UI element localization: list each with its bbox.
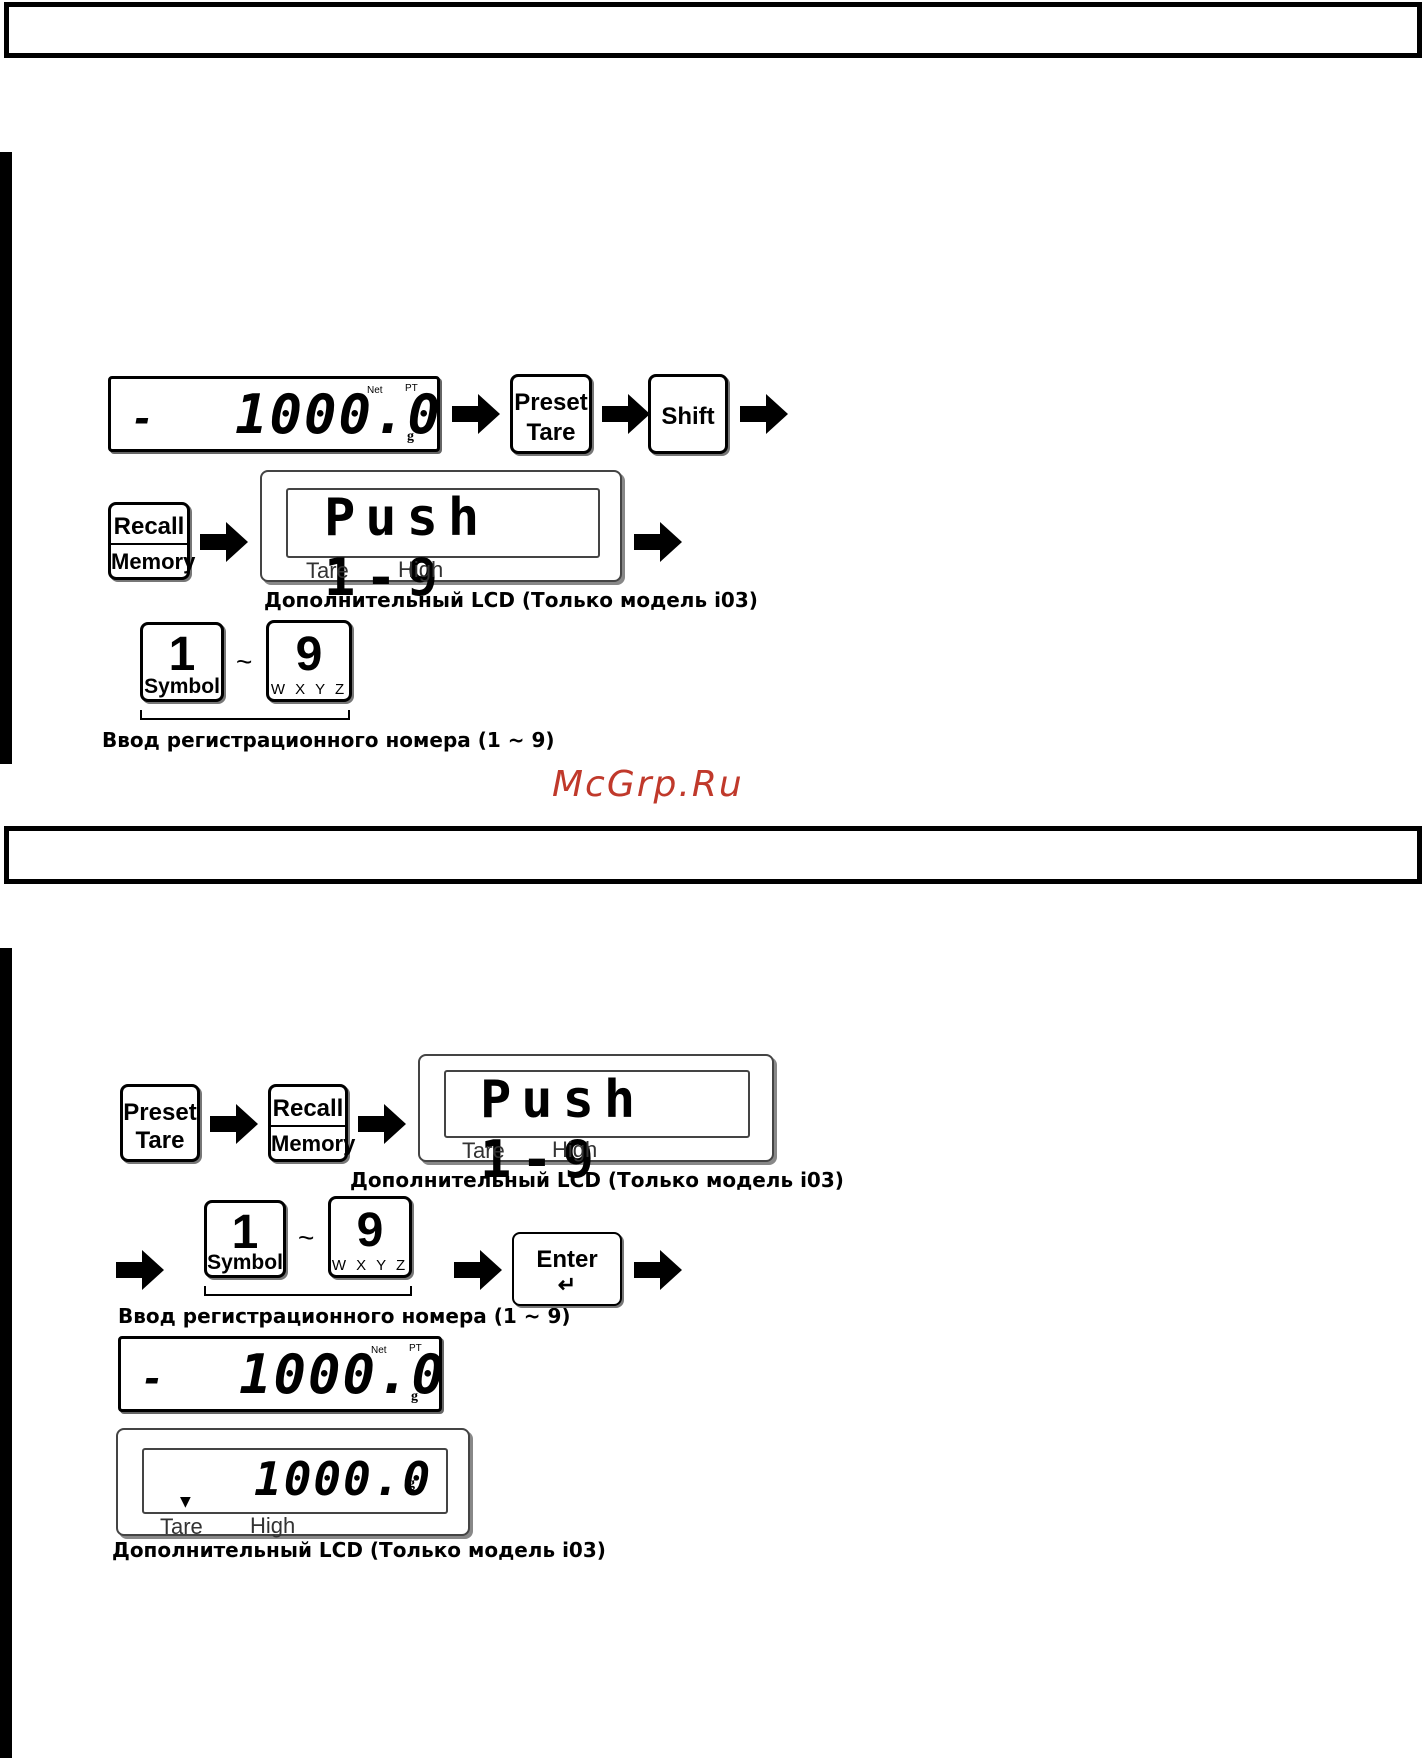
key-1-number: 1 xyxy=(231,1206,259,1259)
right-arrow-icon xyxy=(210,1104,258,1144)
shift-key[interactable]: Shift xyxy=(648,374,728,454)
key-divider xyxy=(111,543,187,545)
down-triangle-icon: ▼ xyxy=(180,1494,191,1510)
recall-label: Recall xyxy=(113,513,185,540)
sub-lcd-value: 1000.0 g ▼ Tare High xyxy=(116,1428,470,1539)
key-range-bracket xyxy=(204,1286,412,1296)
right-arrow-icon xyxy=(358,1104,406,1144)
key-1-symbol-label: Symbol xyxy=(144,675,220,698)
preset-tare-key[interactable]: Preset Tare xyxy=(120,1084,200,1162)
sub-lcd-screen: Push 1-9 xyxy=(286,488,600,608)
range-tilde: ~ xyxy=(236,646,253,677)
enter-key[interactable]: Enter ↵ xyxy=(512,1232,622,1306)
section-header-box-2 xyxy=(4,826,1422,884)
right-arrow-icon xyxy=(116,1250,164,1290)
high-indicator-label: High xyxy=(250,1513,296,1538)
preset-tare-key[interactable]: Preset Tare xyxy=(510,374,592,454)
sub-lcd-value-text: 1000.0 xyxy=(254,1452,433,1506)
memory-label: Memory xyxy=(271,1131,356,1156)
key-9-wxyz[interactable]: 9 W X Y Z xyxy=(266,620,352,702)
tare-label: Tare xyxy=(526,419,576,446)
key-1-symbol[interactable]: 1 Symbol xyxy=(204,1200,286,1278)
lcd-net-label: Net xyxy=(371,1345,387,1356)
preset-label: Preset xyxy=(123,1099,197,1126)
right-arrow-icon xyxy=(452,394,500,434)
lcd-value: 1000.0 xyxy=(239,1343,447,1406)
right-arrow-icon xyxy=(740,394,788,434)
key-range-bracket xyxy=(140,710,350,720)
lcd-unit: g xyxy=(407,429,414,444)
shift-label: Shift xyxy=(661,403,715,430)
lcd-value: 1000.0 xyxy=(235,383,443,446)
key-9-letters: W X Y Z xyxy=(331,1257,409,1274)
enter-label: Enter xyxy=(536,1246,598,1273)
key-1-symbol[interactable]: 1 Symbol xyxy=(140,622,224,702)
tare-indicator-label: Tare xyxy=(306,558,349,583)
key-9-wxyz[interactable]: 9 W X Y Z xyxy=(328,1196,412,1278)
preset-label: Preset xyxy=(514,389,588,416)
lcd-pt-label: PT xyxy=(405,383,418,394)
main-lcd-display: - 1000.0 Net PT g xyxy=(118,1336,444,1412)
tare-indicator-label: Tare xyxy=(160,1514,203,1539)
high-indicator-label: High xyxy=(552,1137,598,1162)
lcd-unit: g xyxy=(411,1389,418,1404)
tare-indicator-label: Tare xyxy=(462,1138,505,1163)
sub-lcd-unit: g xyxy=(408,1476,415,1491)
high-indicator-label: High xyxy=(398,557,444,582)
sub-lcd-push: Push 1-9 Tare High xyxy=(260,470,622,608)
sub-lcd-screen: Push 1-9 xyxy=(444,1070,750,1190)
key-1-symbol-label: Symbol xyxy=(207,1251,283,1274)
section-side-bar-1 xyxy=(0,152,12,764)
lcd-net-label: Net xyxy=(367,385,383,396)
key-9-number: 9 xyxy=(356,1204,384,1257)
section-header-box-1 xyxy=(4,2,1422,58)
right-arrow-icon xyxy=(634,1250,682,1290)
lcd-pt-label: PT xyxy=(409,1343,422,1354)
right-arrow-icon xyxy=(602,394,650,434)
right-arrow-icon xyxy=(454,1250,502,1290)
recall-memory-key[interactable]: Recall Memory xyxy=(268,1084,356,1162)
tare-label: Tare xyxy=(135,1127,185,1154)
sub-lcd-screen: 1000.0 g ▼ xyxy=(142,1448,448,1514)
key-divider xyxy=(271,1125,345,1127)
right-arrow-icon xyxy=(634,522,682,562)
reg-number-caption: Ввод регистрационного номера (1 ~ 9) xyxy=(102,728,555,752)
lcd-sign: - xyxy=(131,397,156,441)
right-arrow-icon xyxy=(200,522,248,562)
enter-arrow-icon: ↵ xyxy=(557,1272,577,1297)
key-9-number: 9 xyxy=(295,628,323,681)
key-9-letters: W X Y Z xyxy=(270,681,348,698)
push-1-9-text: Push 1-9 xyxy=(480,1070,646,1190)
watermark: McGrp.Ru xyxy=(552,764,744,805)
main-lcd-display: - 1000.0 Net PT g xyxy=(108,376,440,452)
sub-lcd-caption: Дополнительный LCD (Только модель i03) xyxy=(112,1538,606,1562)
sub-lcd-caption: Дополнительный LCD (Только модель i03) xyxy=(350,1168,844,1192)
memory-label: Memory xyxy=(111,549,196,574)
sub-lcd-caption: Дополнительный LCD (Только модель i03) xyxy=(264,588,758,612)
push-1-9-text: Push 1-9 xyxy=(324,488,490,608)
lcd-sign: - xyxy=(141,1357,166,1401)
recall-memory-key[interactable]: Recall Memory xyxy=(108,502,196,580)
key-1-number: 1 xyxy=(168,628,196,681)
section-side-bar-2 xyxy=(0,948,12,1758)
recall-label: Recall xyxy=(272,1095,344,1122)
reg-number-caption: Ввод регистрационного номера (1 ~ 9) xyxy=(118,1304,571,1328)
range-tilde: ~ xyxy=(298,1222,315,1253)
sub-lcd-push: Push 1-9 Tare High xyxy=(418,1054,774,1190)
